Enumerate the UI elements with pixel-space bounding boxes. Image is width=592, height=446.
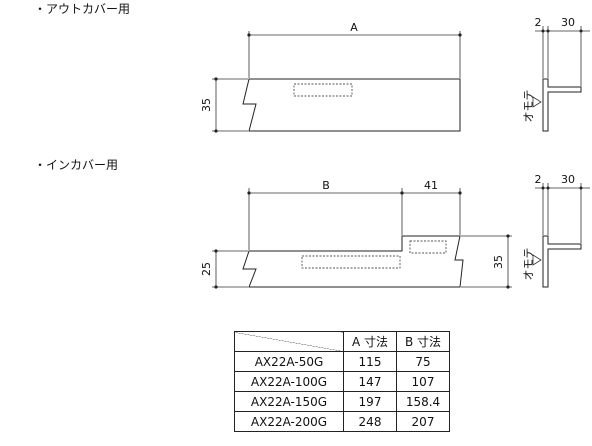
inner-dim-dot-right bbox=[458, 191, 462, 195]
inner-dim-left-dot-bottom bbox=[214, 285, 218, 289]
outer-dim-a-label: A bbox=[350, 21, 358, 34]
outer-side-dot-3 bbox=[579, 29, 583, 33]
inner-side-flange-label: 30 bbox=[561, 173, 575, 186]
table-cell-b: 107 bbox=[396, 371, 450, 392]
outer-face-label: オモテ bbox=[522, 90, 535, 123]
table-corner-cell bbox=[234, 331, 344, 352]
outer-face-arrow-icon bbox=[532, 96, 542, 108]
outer-side-view: 2 30 オモテ bbox=[522, 16, 590, 132]
table-cell-model: AX22A-150G bbox=[234, 391, 344, 412]
inner-face-label: オモテ bbox=[522, 248, 535, 281]
inner-dim-b-label: B bbox=[322, 179, 330, 192]
inner-face-arrow-icon bbox=[532, 254, 542, 266]
inner-side-dot-1 bbox=[541, 186, 545, 190]
outer-side-flange-label: 30 bbox=[561, 16, 575, 29]
inner-dim-step-label: 41 bbox=[424, 179, 438, 192]
dimension-table: A 寸法 B 寸法 AX22A-50G 115 75 AX22A-100G 14… bbox=[234, 331, 450, 432]
inner-side-view: 2 30 オモテ bbox=[522, 173, 590, 288]
outer-cover-title: ・アウトカバー用 bbox=[34, 2, 130, 16]
inner-hidden-slot-long bbox=[301, 255, 401, 269]
outer-hidden-slot bbox=[293, 83, 353, 97]
inner-front-view: B 41 25 35 bbox=[200, 179, 512, 289]
outer-dim-height-dot-top bbox=[214, 77, 218, 81]
inner-dim-height-right-label: 35 bbox=[492, 255, 505, 269]
inner-side-dot-3 bbox=[579, 186, 583, 190]
table-cell-b: 158.4 bbox=[396, 391, 450, 412]
table-header-b: B 寸法 bbox=[396, 331, 450, 352]
table-cell-a: 147 bbox=[343, 371, 397, 392]
inner-hidden-slot-short bbox=[409, 240, 447, 254]
table-row: AX22A-200G 248 207 bbox=[234, 411, 450, 432]
table-cell-model: AX22A-100G bbox=[234, 371, 344, 392]
inner-side-thickness-label: 2 bbox=[535, 173, 542, 186]
inner-dim-right-dot-bottom bbox=[506, 285, 510, 289]
outer-side-thickness-label: 2 bbox=[535, 16, 542, 29]
table-cell-a: 248 bbox=[343, 411, 397, 432]
inner-dim-dot-mid bbox=[400, 191, 404, 195]
inner-dim-left-dot-top bbox=[214, 249, 218, 253]
table-cell-b: 75 bbox=[396, 351, 450, 372]
outer-dim-height-dot-bottom bbox=[214, 129, 218, 133]
inner-dim-height-left-label: 25 bbox=[200, 262, 213, 276]
outer-front-view: A 35 bbox=[200, 21, 462, 133]
outer-dim-a-dot-left bbox=[247, 33, 251, 37]
inner-cover-title: ・インカバー用 bbox=[34, 158, 118, 172]
inner-side-dot-2 bbox=[546, 186, 550, 190]
table-row: AX22A-150G 197 158.4 bbox=[234, 391, 450, 412]
inner-body-outline bbox=[242, 235, 464, 288]
table-cell-b: 207 bbox=[396, 411, 450, 432]
table-cell-model: AX22A-50G bbox=[234, 351, 344, 372]
outer-side-dot-2 bbox=[546, 29, 550, 33]
inner-side-profile bbox=[542, 235, 582, 288]
inner-dim-dot-left bbox=[247, 191, 251, 195]
table-header-row: A 寸法 B 寸法 bbox=[234, 331, 450, 352]
outer-side-dot-1 bbox=[541, 29, 545, 33]
outer-side-profile bbox=[542, 78, 582, 132]
table-cell-a: 115 bbox=[343, 351, 397, 372]
outer-dim-height-label: 35 bbox=[200, 98, 213, 112]
outer-body-outline bbox=[242, 78, 461, 132]
table-row: AX22A-100G 147 107 bbox=[234, 371, 450, 392]
inner-dim-right-dot-top bbox=[506, 234, 510, 238]
table-cell-model: AX22A-200G bbox=[234, 411, 344, 432]
table-header-a: A 寸法 bbox=[343, 331, 397, 352]
table-row: AX22A-50G 115 75 bbox=[234, 351, 450, 372]
outer-dim-a-dot-right bbox=[458, 33, 462, 37]
table-cell-a: 197 bbox=[343, 391, 397, 412]
